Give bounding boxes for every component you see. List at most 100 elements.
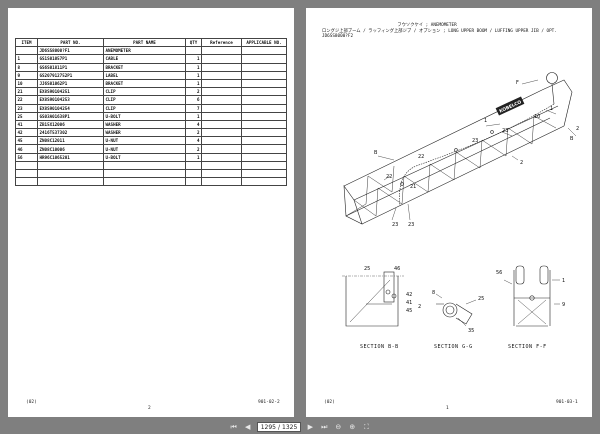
cell-applicable bbox=[241, 103, 287, 113]
cell-part-name: ANEMOMETER bbox=[103, 46, 186, 56]
cell-qty: 6 bbox=[185, 95, 202, 105]
cell-applicable bbox=[241, 46, 287, 56]
cell-qty: 2 bbox=[185, 144, 202, 154]
cell-part-no bbox=[37, 160, 104, 171]
boom-head bbox=[541, 79, 573, 127]
cell-part-no: EX8S90104253 bbox=[37, 95, 104, 105]
first-page-button[interactable]: ⏮ bbox=[230, 422, 237, 431]
drawing-title-block: フウソクケイ ; ANEMOMETER ロングジ上部ブーム / ラッフィング上部… bbox=[322, 23, 557, 40]
cell-qty: 1 bbox=[185, 111, 202, 121]
callout-21: 21 bbox=[410, 184, 416, 190]
zoom-in-icon[interactable]: ⊕ bbox=[349, 423, 356, 431]
cell-qty: 1 bbox=[185, 152, 202, 162]
cell-part-no bbox=[37, 177, 104, 187]
cell-qty: 4 bbox=[185, 136, 202, 146]
cell-part-name: WASHER bbox=[103, 128, 186, 138]
cell-applicable bbox=[241, 144, 287, 154]
cell-item: 25 bbox=[15, 111, 38, 121]
parts-table-header: ITEM PART NO. PART NAME QTY Reference AP… bbox=[15, 37, 287, 48]
callout-leaders bbox=[377, 79, 577, 221]
section-gg-label: SECTION G-G bbox=[434, 344, 473, 350]
cell-item: 56 bbox=[15, 152, 38, 162]
cell-item: 42 bbox=[15, 128, 38, 138]
cell-part-name bbox=[103, 160, 186, 171]
section-ff-frame bbox=[513, 270, 551, 327]
table-row bbox=[15, 177, 287, 187]
col-reference: Reference bbox=[201, 37, 242, 48]
cell-item: 41 bbox=[15, 119, 38, 130]
cell-qty: 1 bbox=[185, 78, 202, 89]
section-ff-bracket-left bbox=[515, 265, 525, 285]
anemometer-mast bbox=[551, 83, 555, 105]
cell-reference bbox=[201, 177, 242, 187]
section-ff-bolt bbox=[529, 295, 535, 301]
cell-reference bbox=[201, 119, 242, 130]
section-gg-pipe-inner bbox=[445, 305, 455, 315]
boom-bottom-chord bbox=[345, 117, 551, 217]
cell-qty: 1 bbox=[185, 70, 202, 80]
cell-part-no: JJ6S01062P1 bbox=[37, 78, 104, 89]
cell-part-no: ZB15X12006 bbox=[37, 119, 104, 130]
cell-qty: 1 bbox=[185, 62, 202, 72]
section-ff-bracket-right bbox=[539, 265, 549, 285]
cell-item: 46 bbox=[15, 144, 38, 154]
cell-qty bbox=[185, 46, 202, 56]
previous-page-button[interactable]: ◀ bbox=[245, 423, 251, 431]
assembly-drawing: KOBELCO F B B 1 10 2 23 23 22 22 21 23 2… bbox=[342, 72, 579, 350]
cell-qty bbox=[185, 177, 202, 187]
cell-applicable bbox=[241, 152, 287, 162]
callout-gg-25: 25 bbox=[478, 296, 484, 302]
cell-part-name: BRACKET bbox=[103, 62, 186, 72]
cell-part-name: WASHER bbox=[103, 119, 186, 130]
callout-gg-8: 8 bbox=[432, 290, 435, 296]
cell-item: 1 bbox=[15, 54, 38, 64]
fit-page-icon[interactable]: ⛶ bbox=[363, 422, 369, 431]
left-page: ITEM PART NO. PART NAME QTY Reference AP… bbox=[8, 8, 294, 417]
callout-23b: 23 bbox=[472, 138, 478, 144]
cell-part-no: GS03A01638P1 bbox=[37, 111, 104, 121]
clip-marker bbox=[454, 148, 458, 152]
cell-part-no: ZN08C10006 bbox=[37, 144, 104, 154]
cell-part-name: U-BOLT bbox=[103, 152, 186, 162]
callout-b-top: B bbox=[374, 150, 378, 156]
page-number-field[interactable]: 1295 / 1325 bbox=[256, 422, 302, 432]
callout-23d: 23 bbox=[408, 222, 414, 228]
cell-item: 21 bbox=[15, 87, 38, 97]
cell-applicable bbox=[241, 160, 287, 171]
boom-lower-chord bbox=[361, 125, 565, 225]
section-bb-brace bbox=[349, 279, 392, 323]
cell-applicable bbox=[241, 78, 287, 89]
clip-marker bbox=[400, 182, 404, 186]
callout-2a: 2 bbox=[520, 160, 523, 166]
cell-reference bbox=[201, 95, 242, 105]
section-ff-brace bbox=[517, 299, 547, 325]
cell-part-name: U-NUT bbox=[103, 144, 186, 154]
cell-applicable bbox=[241, 119, 287, 130]
callout-2b: 2 bbox=[576, 126, 579, 132]
cell-applicable bbox=[241, 128, 287, 138]
cell-reference bbox=[201, 111, 242, 121]
cell-item: 23 bbox=[15, 103, 38, 113]
boom-end-frame bbox=[343, 184, 363, 225]
cell-part-no: HR96C1065201 bbox=[37, 152, 104, 162]
cell-qty: 1 bbox=[185, 54, 202, 64]
right-page-number: 1 bbox=[446, 406, 449, 411]
cell-reference bbox=[201, 160, 242, 171]
callout-1a: 1 bbox=[550, 106, 553, 112]
zoom-out-icon[interactable]: ⊖ bbox=[335, 423, 342, 431]
cell-applicable bbox=[241, 177, 287, 187]
callout-ff-9: 9 bbox=[562, 302, 565, 308]
cell-reference bbox=[201, 87, 242, 97]
next-page-button[interactable]: ▶ bbox=[307, 423, 313, 431]
cell-part-name: CABLE bbox=[103, 54, 186, 64]
cell-qty bbox=[185, 168, 202, 179]
last-page-button[interactable]: ⏭ bbox=[321, 422, 328, 431]
